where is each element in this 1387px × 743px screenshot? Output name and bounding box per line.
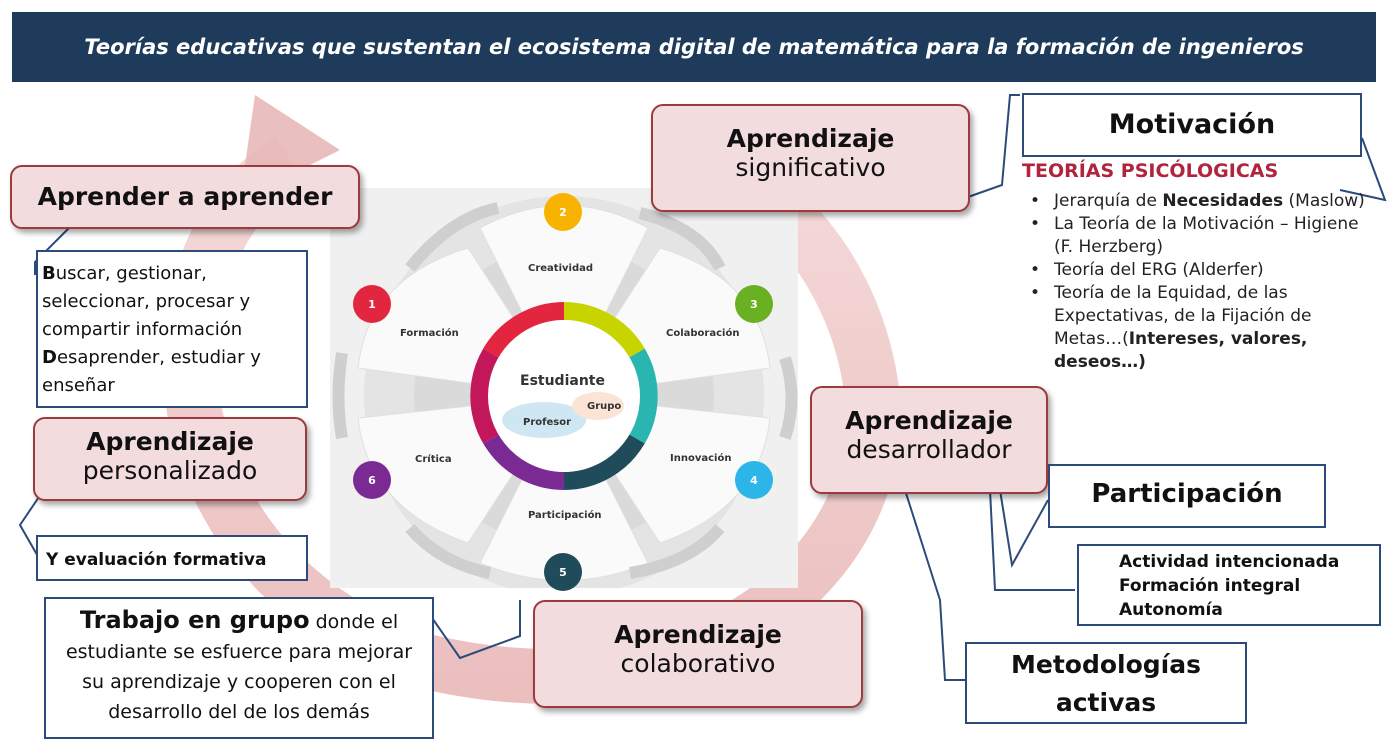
title-banner: Teorías educativas que sustentan el ecos… [12,12,1376,82]
petal-label-formacion: Formación [400,328,459,339]
participacion-title: Participación [1091,479,1283,509]
actividad-line-2: Formación integral [1119,576,1301,596]
evaluacion-text: Y evaluación formativa [46,550,267,570]
theories-list: Jerarquía de Necesidades (Maslow) La Teo… [1026,190,1380,374]
connector-aprender [34,226,71,275]
theory-item: Teoría de la Equidad, de las Expectativa… [1026,282,1380,374]
petal-label-participacion: Participación [528,510,602,521]
aprender-text-4: esaprender, estudiar y [56,347,261,368]
metodologias-title: Metodologías [1011,650,1201,679]
aprender-line-1: Buscar, gestionar, [42,260,306,288]
theory-item: La Teoría de la Motivación – Higiene (F.… [1026,213,1380,259]
petal-label-critica: Crítica [415,454,452,465]
connector-desarrollador-1 [904,489,965,681]
aprender-a-aprender-box: Aprender a aprender [10,165,360,229]
wheel-grupo-label: Grupo [587,401,622,412]
wheel-diagram: 1 2 3 4 5 6 Formación Creatividad Colabo… [330,188,798,591]
aprender-details-box: Buscar, gestionar, seleccionar, procesar… [36,250,308,408]
colaborativo-subtitle: colaborativo [620,649,776,678]
connector-trabajo [429,600,521,660]
significativo-subtitle: significativo [735,153,886,182]
petal-number-5: 5 [544,553,582,591]
connector-significativo [967,94,1020,198]
wheel-center-label: Estudiante [520,373,605,389]
desarrollador-subtitle: desarrollador [846,435,1012,464]
aprender-initial-d: D [42,347,57,368]
petal-label-colaboracion: Colaboración [666,328,740,339]
aprendizaje-colaborativo-box: Aprendizaje colaborativo [533,600,863,708]
theory-text: Teoría del ERG (Alderfer) [1054,260,1264,280]
connector-desarrollador-3 [999,489,1049,569]
evaluacion-box: Y evaluación formativa [36,535,308,581]
aprender-text-1: uscar, gestionar, [55,263,207,284]
aprendizaje-significativo-box: Aprendizaje significativo [651,104,970,212]
motivacion-title: Motivación [1108,109,1276,140]
wheel-profesor-label: Profesor [523,417,572,428]
actividad-line-3: Autonomía [1119,600,1223,620]
motivacion-box: Motivación [1022,93,1362,157]
aprendizaje-personalizado-box: Aprendizaje personalizado [33,417,307,501]
page-title: Teorías educativas que sustentan el ecos… [84,35,1304,59]
aprender-line-5: enseñar [42,375,115,396]
personalizado-title: Aprendizaje [86,427,254,456]
trabajo-en-grupo-box: Trabajo en grupo donde el estudiante se … [44,597,434,739]
aprender-a-aprender-title: Aprender a aprender [37,182,333,211]
colaborativo-title: Aprendizaje [614,620,782,649]
connector-personalizado [18,487,46,561]
petal-number-4: 4 [735,461,773,499]
petal-number-2: 2 [544,193,582,231]
teorias-heading: TEORÍAS PSICÓLOGICAS [1022,160,1279,182]
connector-desarrollador-2 [989,489,1075,591]
theory-text: Jerarquía de [1054,191,1163,211]
petal-label-innovacion: Innovación [670,453,732,464]
aprender-line-3: compartir información [42,319,243,340]
desarrollador-title: Aprendizaje [845,406,1013,435]
trabajo-line-1: Trabajo en grupo donde el [46,605,432,637]
actividad-line-1: Actividad intencionada [1119,552,1340,572]
petal-number-1: 1 [353,285,391,323]
theory-text: La Teoría de la Motivación – Higiene (F.… [1054,214,1359,257]
theory-item: Teoría del ERG (Alderfer) [1026,259,1380,282]
theory-item: Jerarquía de Necesidades (Maslow) [1026,190,1380,213]
wheel-graphic [332,196,798,588]
theory-text: (Maslow) [1283,191,1365,211]
trabajo-text-1: donde el [309,611,399,633]
personalizado-subtitle: personalizado [82,456,258,485]
aprendizaje-desarrollador-box: Aprendizaje desarrollador [810,386,1048,494]
theory-bold: Necesidades [1162,191,1284,211]
actividad-box: Actividad intencionada Formación integra… [1077,544,1381,626]
theory-text: Teoría de la Equidad, de las Expectativa… [1054,283,1312,349]
metodologias-subtitle: activas [1055,688,1157,717]
aprender-line-4: Desaprender, estudiar y [42,344,306,372]
theory-bold: Intereses, valores, deseos…) [1054,329,1308,372]
aprender-line-2: seleccionar, procesar y [42,291,251,312]
participacion-box: Participación [1048,464,1326,528]
trabajo-bold: Trabajo en grupo [79,606,310,634]
significativo-title: Aprendizaje [726,124,895,153]
metodologias-box: Metodologías activas [965,642,1247,724]
trabajo-line-3: su aprendizaje y cooperen con el [82,671,396,693]
petal-label-creatividad: Creatividad [528,263,594,274]
petal-number-6: 6 [353,461,391,499]
aprender-initial-b: B [42,263,56,284]
petal-number-3: 3 [735,285,773,323]
trabajo-line-4: desarrollo del de los demás [108,701,370,723]
trabajo-line-2: estudiante se esfuerce para mejorar [65,641,413,663]
